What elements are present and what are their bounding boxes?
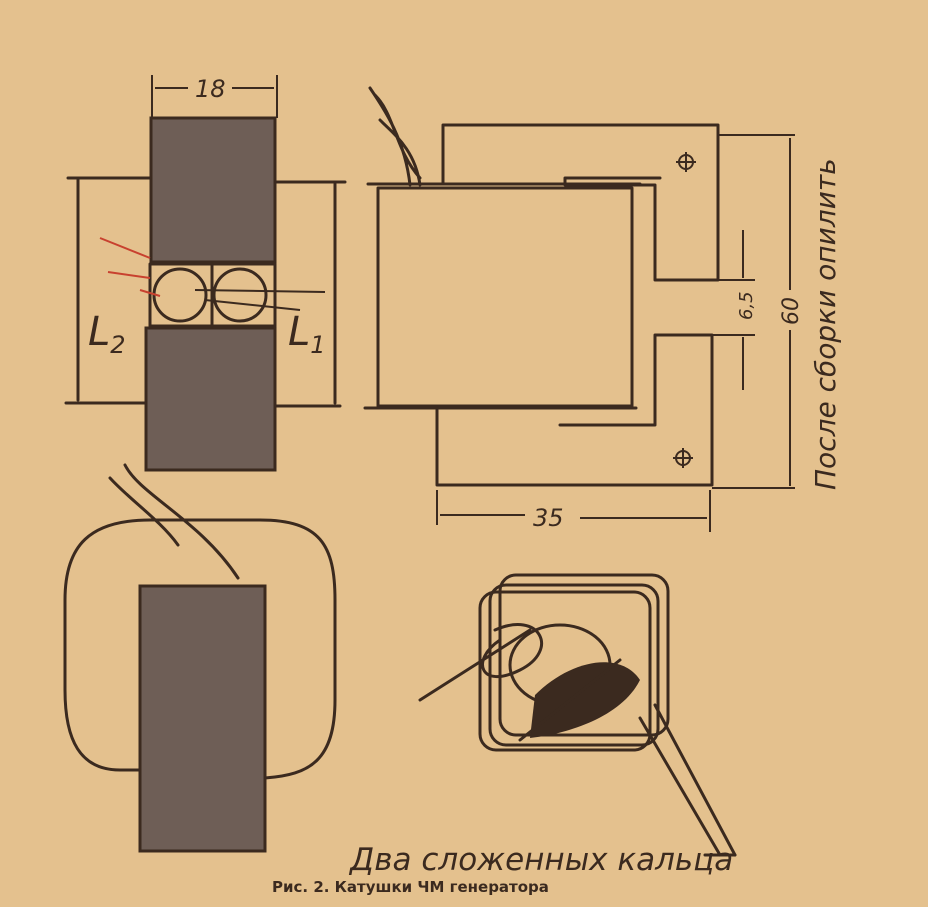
core-plate-bottom xyxy=(435,333,714,487)
dim-60: 60 xyxy=(779,297,804,325)
wire-leads xyxy=(108,463,240,580)
figure-caption: Рис. 2. Катушки ЧМ генератора xyxy=(272,878,549,896)
label-l2: L2 xyxy=(88,309,126,359)
bobbin xyxy=(376,186,634,408)
coil-front-view: L2 L1 18 xyxy=(64,75,347,472)
coil-l2-ring xyxy=(152,267,208,323)
lower-winding xyxy=(144,326,277,472)
dim-6-5: 6,5 xyxy=(736,291,757,320)
mounting-hole-icon xyxy=(673,448,693,468)
coil-loop-view xyxy=(63,463,337,853)
core-plate-top xyxy=(441,123,720,282)
mounting-hole-icon xyxy=(676,152,696,172)
note-two-rings: Два сложенных кальца xyxy=(348,842,733,878)
note-file-after-assembly: После сборки опилить xyxy=(809,158,842,490)
winding-wire xyxy=(418,623,543,702)
coil-side-view: 6,5 60 После сборки опилить 35 xyxy=(363,86,842,532)
stacked-rings-view: Два сложенных кальца xyxy=(348,573,737,878)
upper-winding xyxy=(149,116,277,264)
label-l1: L1 xyxy=(288,309,326,359)
winding xyxy=(138,584,267,853)
dim-18: 18 xyxy=(195,75,226,103)
wire-leads xyxy=(368,86,422,187)
red-mark xyxy=(99,237,161,297)
coil-l1-ring xyxy=(212,267,268,323)
dim-35: 35 xyxy=(533,504,564,532)
